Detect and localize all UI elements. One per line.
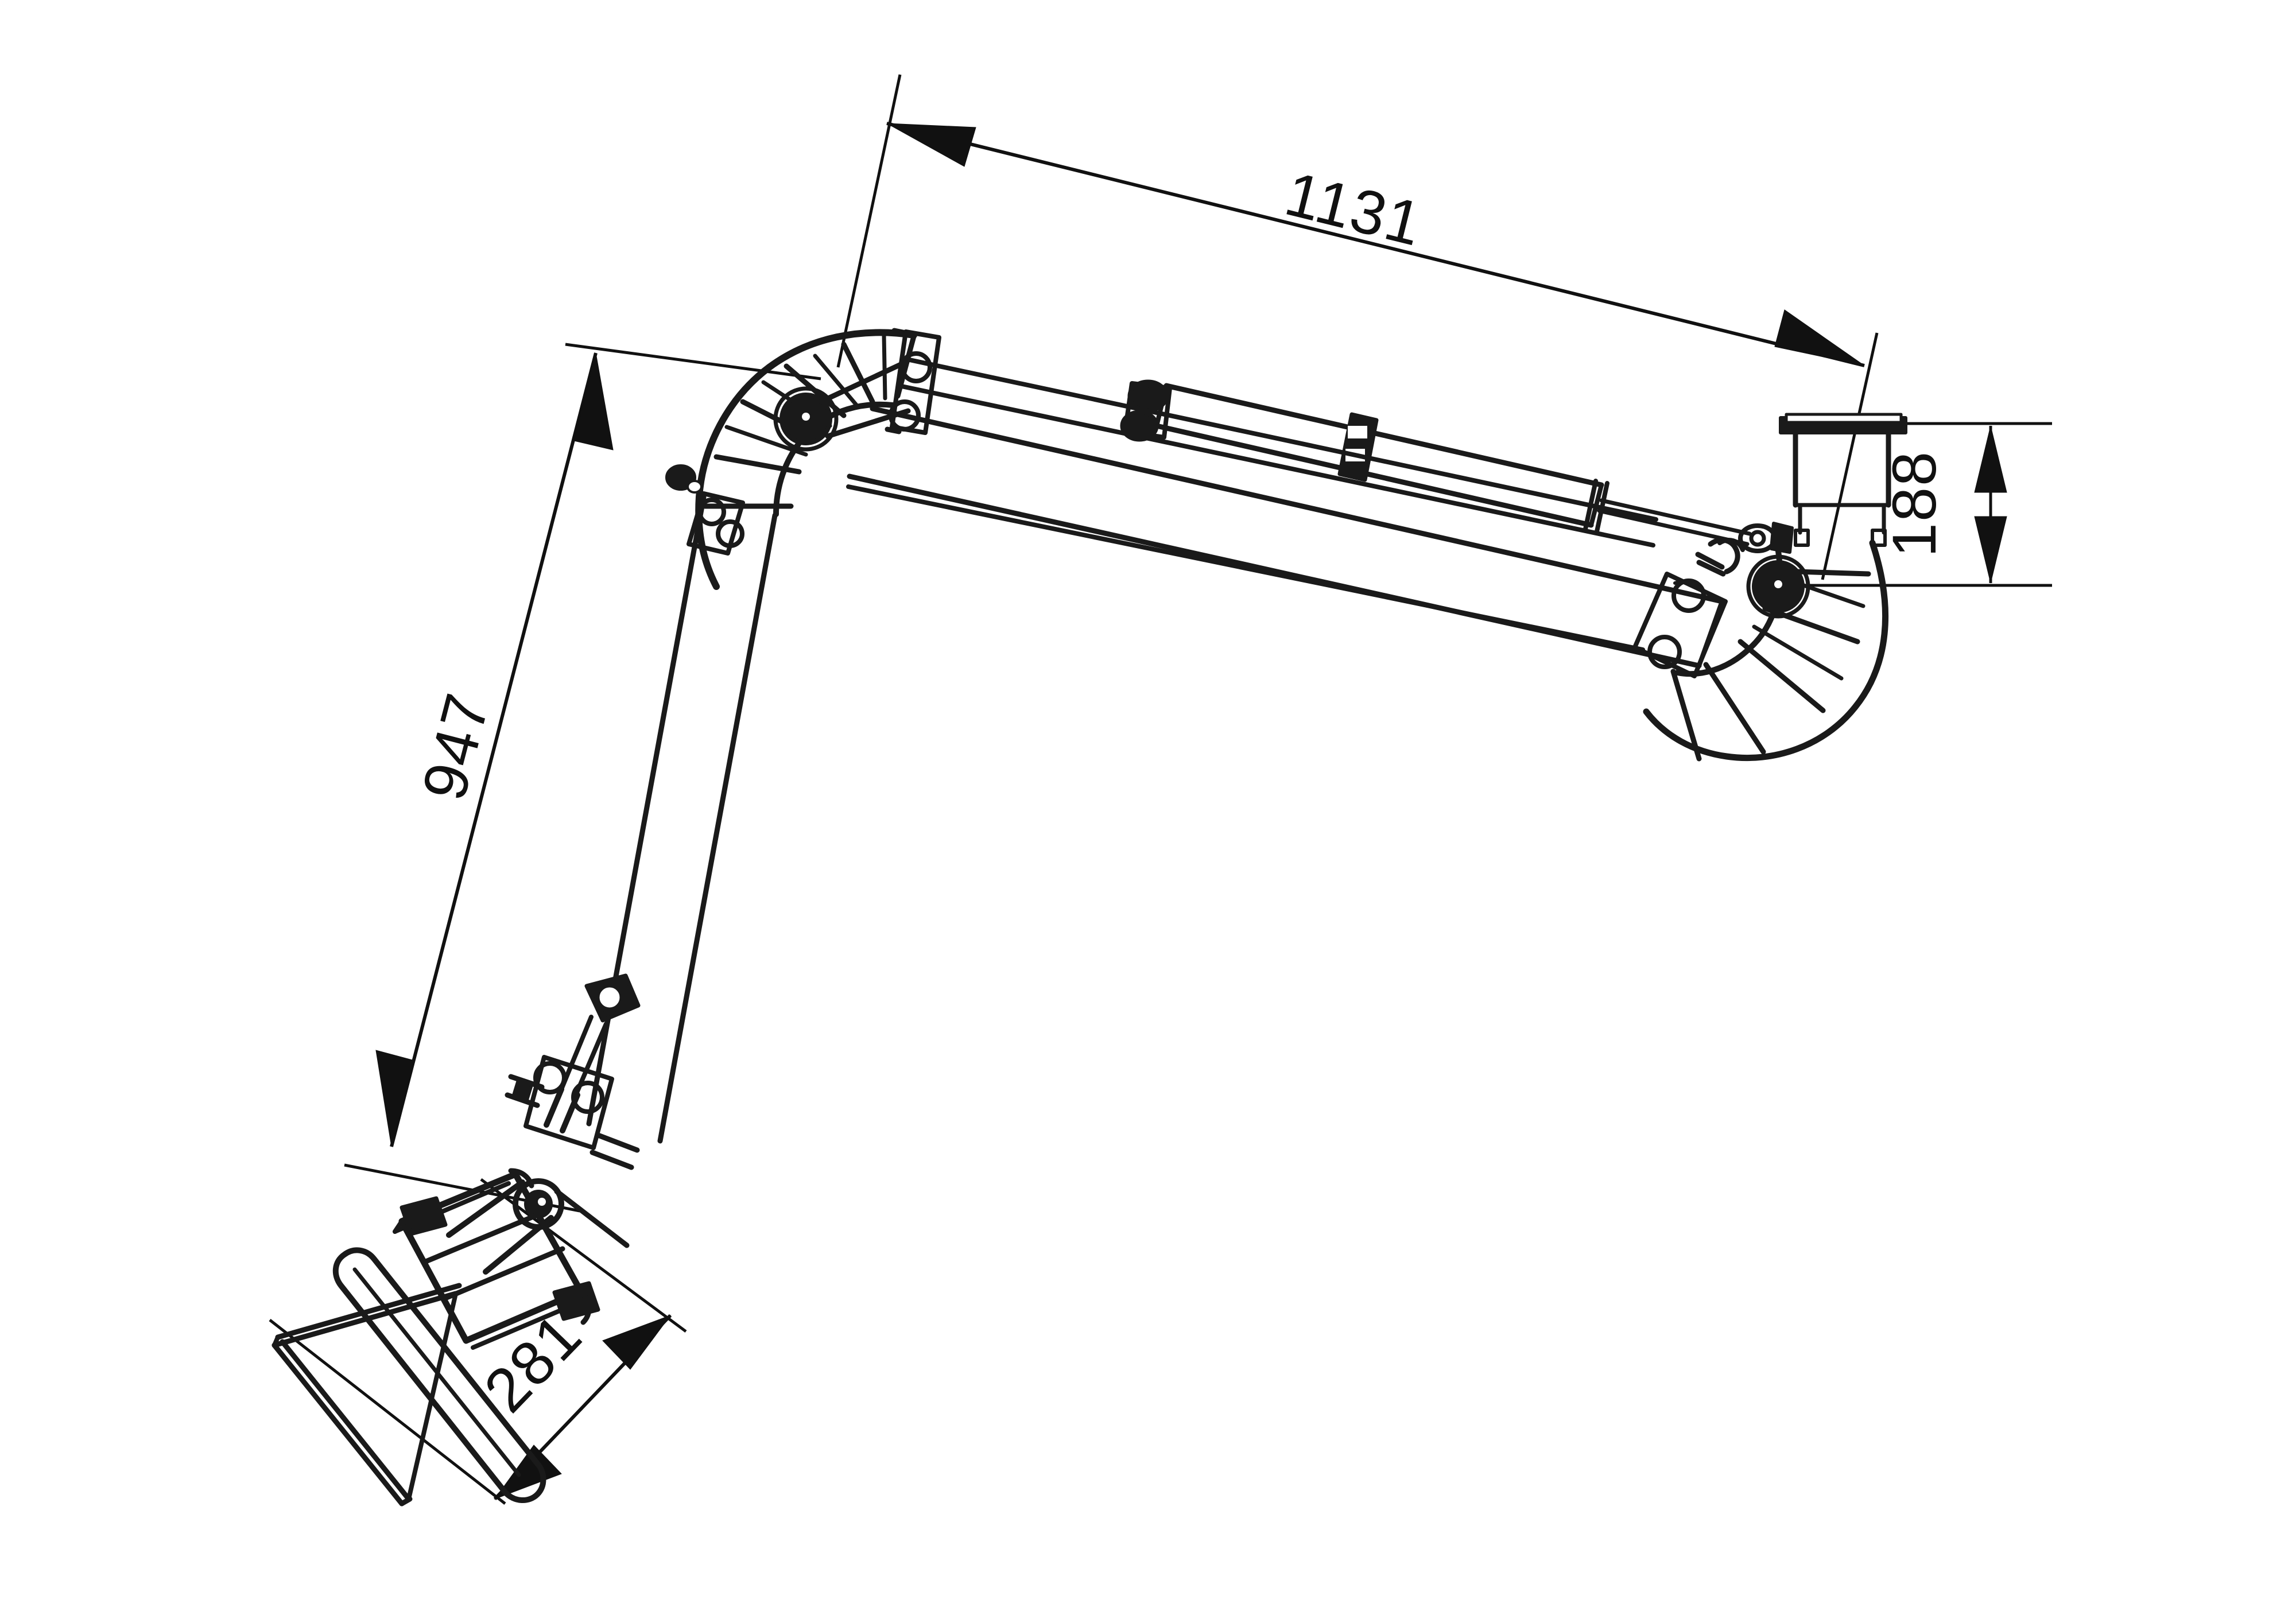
arrowhead-top-947 [573,352,614,451]
arrowhead-top-188 [1974,425,2007,493]
arrowhead-left-1131 [886,123,976,167]
bolted-bracket-plate [665,464,745,556]
extension-line-top-947 [565,343,821,380]
upper-segmented-elbow [665,328,941,590]
parallel-tie-rod [897,357,1658,548]
lower-segmented-elbow [1643,539,1889,762]
lower-gas-spring [505,973,641,1170]
extraction-hood [393,1168,600,1350]
arrowhead-bottom-947 [375,1050,415,1147]
dimension-1131 [836,74,1879,580]
bolted-bracket-plate [1632,537,1745,678]
dimension-line-947 [390,352,598,1147]
dimension-188 [1779,422,2052,587]
arrowhead-bottom-188 [1974,516,2007,584]
lower-tie-line [846,484,1645,652]
extension-line-right-1131 [1821,332,1879,580]
extension-line-lower-281 [269,1319,506,1505]
bolted-bracket-plate [885,328,941,435]
wall-mounting-flange [1779,413,1907,547]
hood-flare-skirt [272,1283,462,1506]
dimension-947 [344,343,821,1213]
dimension-line-1131 [886,122,1865,367]
arrowhead-upper-281 [602,1314,672,1370]
arrowhead-right-1131 [1774,309,1865,366]
